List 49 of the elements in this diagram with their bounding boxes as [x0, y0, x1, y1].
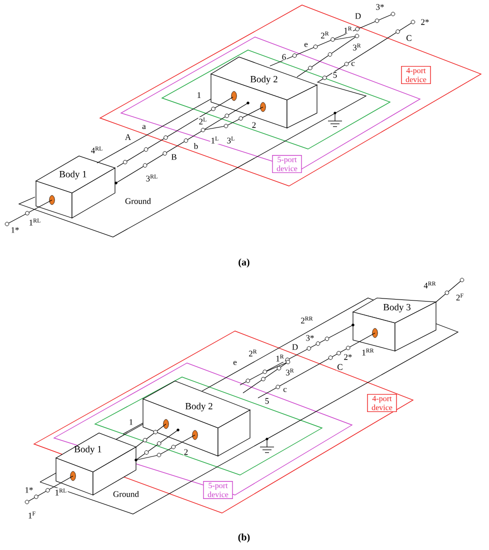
port-label: 2$^{F}$	[455, 293, 465, 301]
device-label-box: 5-port device	[203, 481, 233, 500]
port-label: A	[124, 134, 132, 140]
port-label: 5	[264, 398, 270, 404]
port-label: 2$^{L}$	[198, 117, 208, 125]
port-label: 1$^{RL}$	[28, 218, 42, 226]
port-label: 2$^{R}$	[320, 31, 330, 39]
port-label: a	[142, 124, 146, 130]
port-label: e	[304, 42, 308, 48]
port-label: 1$^{RL}$	[54, 488, 68, 496]
port-label: 6	[281, 54, 287, 60]
port-label: 2*	[420, 18, 430, 26]
port-label: 4$^{RL}$	[90, 146, 104, 154]
port-label: 1	[196, 92, 202, 98]
port-label: 3*	[305, 334, 315, 342]
port-label: 1*	[10, 226, 20, 234]
ground-label: Ground	[112, 490, 140, 498]
port-label: 3$^{RL}$	[145, 174, 159, 182]
port-label: 2	[251, 122, 257, 128]
port-label: 2$^{R}$	[248, 349, 258, 357]
port-label: b	[193, 142, 199, 150]
port-label: 2*	[343, 354, 353, 360]
port-label: 4$^{RR}$	[423, 281, 437, 289]
port-label: 2$^{RR}$	[300, 316, 314, 324]
port-label: 1$^{L}$	[210, 136, 220, 144]
port-label: 5	[332, 72, 338, 78]
panel-label: (b)	[238, 533, 250, 543]
device-label-box: 5-port device	[272, 155, 302, 174]
port-label: c	[282, 387, 288, 393]
device-label-box: 4-port device	[367, 394, 397, 412]
panel-label: (a)	[238, 258, 250, 268]
port-label: 3$^{R}$	[352, 43, 362, 51]
port-label: 2	[183, 448, 189, 456]
port-label: 1	[128, 418, 134, 426]
port-label: C	[336, 364, 344, 370]
port-label: D	[354, 12, 362, 20]
port-label: 3$^{R}$	[285, 368, 295, 376]
port-label: D	[291, 344, 299, 350]
port-label: 3*	[375, 4, 385, 10]
port-label: e	[232, 360, 238, 366]
port-label: 3$^{L}$	[226, 136, 236, 144]
port-label: C	[406, 34, 412, 42]
port-label: B	[170, 154, 178, 160]
port-label: 1$^{R}$	[343, 26, 353, 34]
ground-label: Ground	[124, 197, 152, 205]
device-label-box: 4-port device	[401, 66, 431, 84]
port-label: c	[350, 61, 356, 67]
port-label: 1$^{F}$	[27, 511, 37, 519]
port-label: 1*	[24, 486, 34, 494]
